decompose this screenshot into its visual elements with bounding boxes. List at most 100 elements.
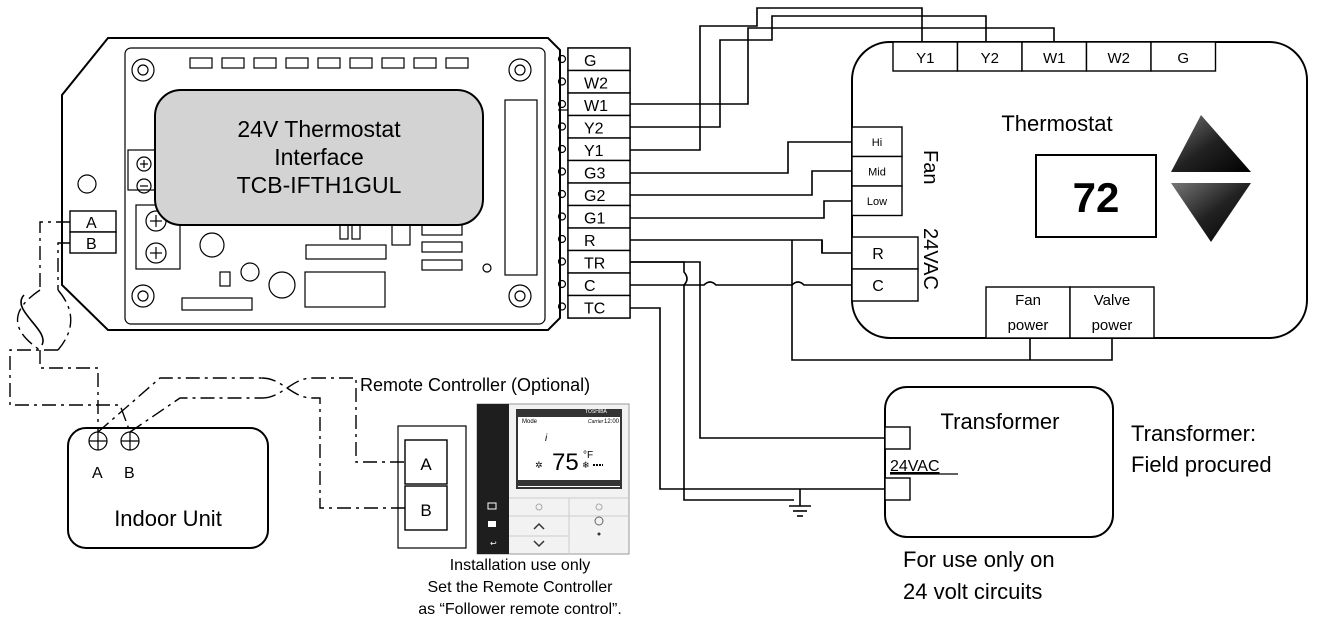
board-inner [124, 47, 546, 325]
board-label-line1: 24V Thermostat [237, 116, 401, 142]
remote-brand-line2: Carrier [588, 419, 604, 425]
up-arrow-icon[interactable] [1171, 115, 1251, 172]
down-arrow-icon[interactable] [1171, 183, 1251, 242]
terminal-screw [557, 77, 567, 86]
mounting-hole-icon [131, 58, 532, 308]
wire-w1 [630, 27, 1055, 105]
terminal-screw [557, 99, 567, 109]
remote-power-icon[interactable] [594, 516, 604, 526]
wire-r [630, 239, 852, 254]
wire-y1 [630, 7, 923, 151]
indoor-terminal-b[interactable] [120, 431, 140, 451]
board-hole [77, 174, 97, 194]
terminal-screw [557, 212, 567, 221]
thermostat-power-terminal-r[interactable] [851, 236, 919, 270]
thermostat-top-terminal-label: W1 [1043, 50, 1066, 67]
remote-screen-mode: Mode [522, 419, 538, 425]
wire-g2 [630, 170, 852, 196]
board-terminal-a-label: A [86, 215, 97, 232]
thermostat-terminal-g[interactable] [1150, 41, 1217, 72]
thermostat-top-terminal-label: W2 [1108, 50, 1131, 67]
remote-note-line1: Installation use only [450, 557, 591, 574]
remote-screen-time: 12:00 [604, 419, 620, 425]
interface-terminal-label: G [584, 53, 596, 70]
terminal-screw [557, 167, 567, 176]
interface-terminal-c[interactable] [567, 272, 631, 297]
remote-fan-icon: ❄ [582, 460, 590, 470]
wire-tr [630, 261, 794, 501]
twisted-pair-icon [16, 289, 72, 351]
indoor-unit-body [67, 427, 269, 549]
interface-terminal-label: Y1 [584, 143, 604, 160]
remote-note-line2: Set the Remote Controller [428, 579, 614, 596]
thermostat-top-terminal-label: Y2 [981, 50, 999, 67]
terminal-screw [557, 54, 567, 64]
thermostat-display-value: 72 [1073, 174, 1120, 221]
transformer-terminal-1[interactable] [884, 426, 911, 450]
remote-screen-temp: 75 [552, 449, 579, 476]
transformer-side-note-line2: Field procured [1131, 452, 1272, 477]
terminal-screw [557, 189, 567, 199]
thermostat-fan-terminal-label: Hi [872, 137, 882, 149]
indoor-terminal-b-label: B [124, 465, 135, 482]
interface-board: 24V Thermostat Interface TCB-IFTH1GUL A … [61, 37, 561, 331]
thermostat-power-terminal-label: R [872, 246, 884, 263]
remote-controller: Remote Controller (Optional) A B TOSHIBA… [360, 375, 630, 618]
interface-terminal-label: G2 [584, 188, 605, 205]
transformer: Transformer 24VAC Transformer: Field pro… [884, 386, 1272, 604]
wire-g3 [630, 141, 852, 174]
board-label-line2: Interface [274, 144, 364, 170]
interface-terminal-g[interactable] [567, 47, 631, 72]
wire-g1 [630, 200, 852, 219]
remote-terminal-b-label: B [420, 501, 431, 520]
remote-terminal-frame [397, 425, 467, 549]
remote-info-icon: i [545, 433, 548, 444]
wire-tr-transformer [630, 261, 885, 439]
remote-note-line3: as “Follower remote control”. [418, 601, 622, 618]
remote-sun-icon: ✲ [535, 460, 543, 470]
thermostat-fan-terminal-label: Low [867, 196, 887, 208]
thermostat-terminal-w2[interactable] [1085, 41, 1152, 72]
thermostat-display [1035, 154, 1157, 238]
transformer-side-note-line1: Transformer: [1131, 421, 1256, 446]
interface-terminal-label: W2 [584, 76, 608, 93]
thermostat-bottom-terminal-line2: power [1092, 317, 1133, 334]
wire-y2 [630, 15, 987, 128]
remote-up-button-icon[interactable] [533, 522, 545, 530]
transformer-label: Transformer [941, 409, 1060, 434]
indoor-unit-label: Indoor Unit [114, 506, 222, 531]
thermostat-power-label: 24VAC [919, 228, 941, 290]
transformer-body [884, 386, 1114, 538]
thermostat-title: Thermostat [1001, 111, 1112, 136]
interface-terminal-label: R [584, 233, 596, 250]
transformer-caution-line2: 24 volt circuits [903, 579, 1042, 604]
remote-terminal-a[interactable] [404, 439, 448, 485]
terminal-screw [557, 144, 567, 154]
board-components [127, 57, 538, 311]
remote-terminal-a-label: A [420, 455, 432, 474]
thermostat-power-terminal-c[interactable] [851, 268, 919, 302]
thermostat-top-terminal-label: Y1 [916, 50, 934, 67]
thermostat-bottom-terminal-line1: Valve [1094, 292, 1130, 309]
control-wires [630, 7, 1113, 517]
terminal-screw [557, 302, 567, 311]
remote-back-icon[interactable]: ↩ [490, 539, 497, 548]
thermostat-terminal-w1[interactable] [1021, 41, 1088, 72]
indoor-terminal-a[interactable] [88, 431, 108, 451]
remote-down-button-icon[interactable] [533, 540, 545, 548]
communication-wires [9, 221, 405, 509]
thermostat-terminal-y2[interactable] [956, 41, 1023, 72]
interface-terminal-tc[interactable] [567, 294, 631, 319]
thermostat-top-terminal-label: G [1177, 50, 1189, 67]
terminal-screw [557, 257, 567, 266]
thermostat-bottom-terminal-line2: power [1008, 317, 1049, 334]
transformer-terminal-2[interactable] [884, 477, 911, 501]
interface-terminal-r[interactable] [567, 227, 631, 252]
terminal-screw [557, 234, 567, 244]
thermostat-fan-power-terminal[interactable] [985, 286, 1071, 339]
indoor-terminal-a-label: A [92, 465, 103, 482]
thermostat-fan-label: Fan [919, 150, 941, 184]
